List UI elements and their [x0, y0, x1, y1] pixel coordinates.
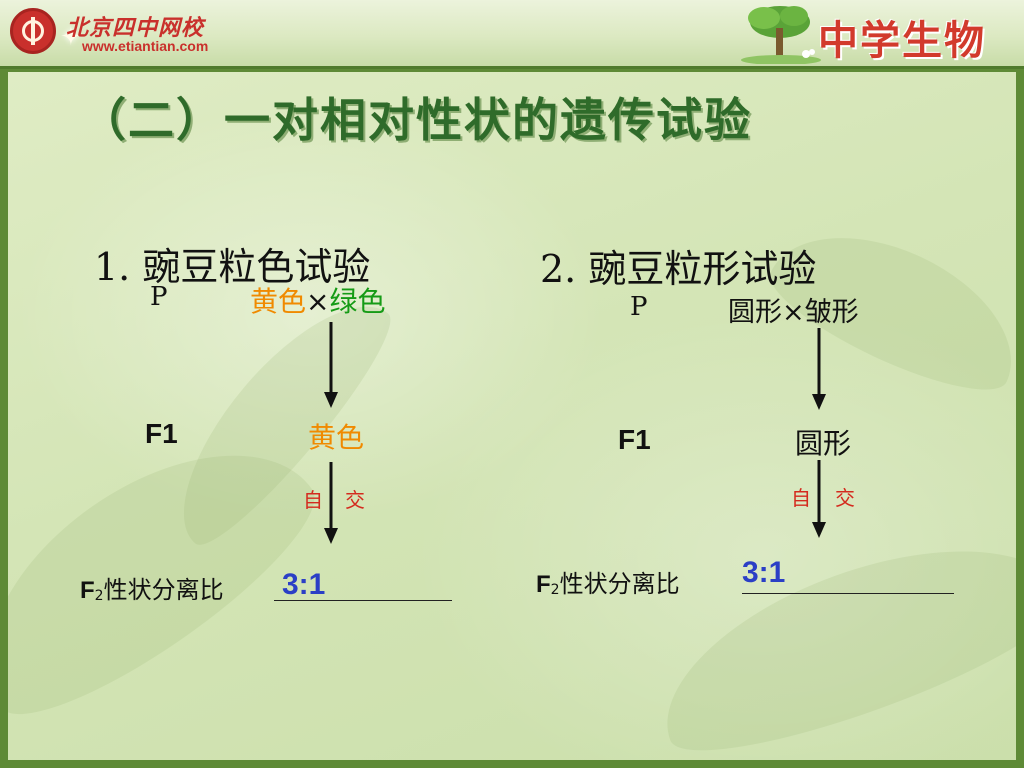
right-arrow-down-icon	[812, 328, 826, 410]
left-f1-result: 黄色	[308, 421, 365, 454]
right-f2-label: F2性状分离比	[536, 564, 680, 599]
slide-title: （二）一对相对性状的遗传试验	[80, 93, 752, 147]
tree-icon	[741, 6, 821, 64]
left-arrow-down-icon	[324, 322, 338, 408]
left-ratio: 3:1	[282, 568, 326, 601]
right-arrow-down-icon-2	[812, 460, 826, 538]
right-answer-line	[742, 593, 954, 594]
left-cross: 黄色×绿色	[250, 280, 386, 320]
right-ratio: 3:1	[742, 556, 786, 589]
school-emblem-icon	[10, 8, 56, 54]
right-f2-sub: 2	[550, 582, 560, 598]
right-heading: 2. 豌豆粒形试验	[540, 247, 817, 291]
slide-header: ✦ 北京四中网校 www.etiantian.com 中学生物	[0, 0, 1024, 69]
left-cross-symbol: ×	[306, 285, 330, 318]
left-f2-text: 性状分离比	[103, 576, 224, 604]
right-f2-text: 性状分离比	[559, 570, 680, 598]
left-f2-label: F2性状分离比	[80, 570, 224, 605]
left-f1-label: F1	[145, 418, 178, 449]
left-self-cross-2: 交	[345, 488, 365, 512]
left-self-cross-1: 自	[303, 488, 323, 512]
right-f1-label: F1	[618, 424, 651, 455]
left-answer-line	[274, 600, 452, 601]
left-parent-yellow: 黄色	[250, 285, 307, 318]
logo-name: 北京四中网校	[66, 15, 205, 41]
left-f2-sub: 2	[94, 588, 104, 604]
sparkle-icon: ✦	[60, 22, 82, 52]
logo-url: www.etiantian.com	[82, 38, 209, 54]
left-p-label: P	[150, 282, 168, 312]
left-arrow-down-icon-2	[324, 462, 338, 544]
slide-body	[8, 72, 1016, 760]
background-leaf	[636, 504, 1016, 760]
left-parent-green: 绿色	[329, 285, 386, 318]
left-f2-prefix: F	[80, 577, 95, 604]
right-parents: 圆形×皱形	[728, 297, 859, 328]
left-heading: 1. 豌豆粒色试验	[94, 245, 371, 289]
brand-title: 中学生物	[818, 18, 986, 64]
right-f2-prefix: F	[536, 571, 551, 598]
right-p-label: P	[630, 292, 648, 322]
right-f1-result: 圆形	[795, 427, 852, 460]
right-self-cross-2: 交	[835, 486, 855, 510]
right-self-cross-1: 自	[791, 486, 811, 510]
